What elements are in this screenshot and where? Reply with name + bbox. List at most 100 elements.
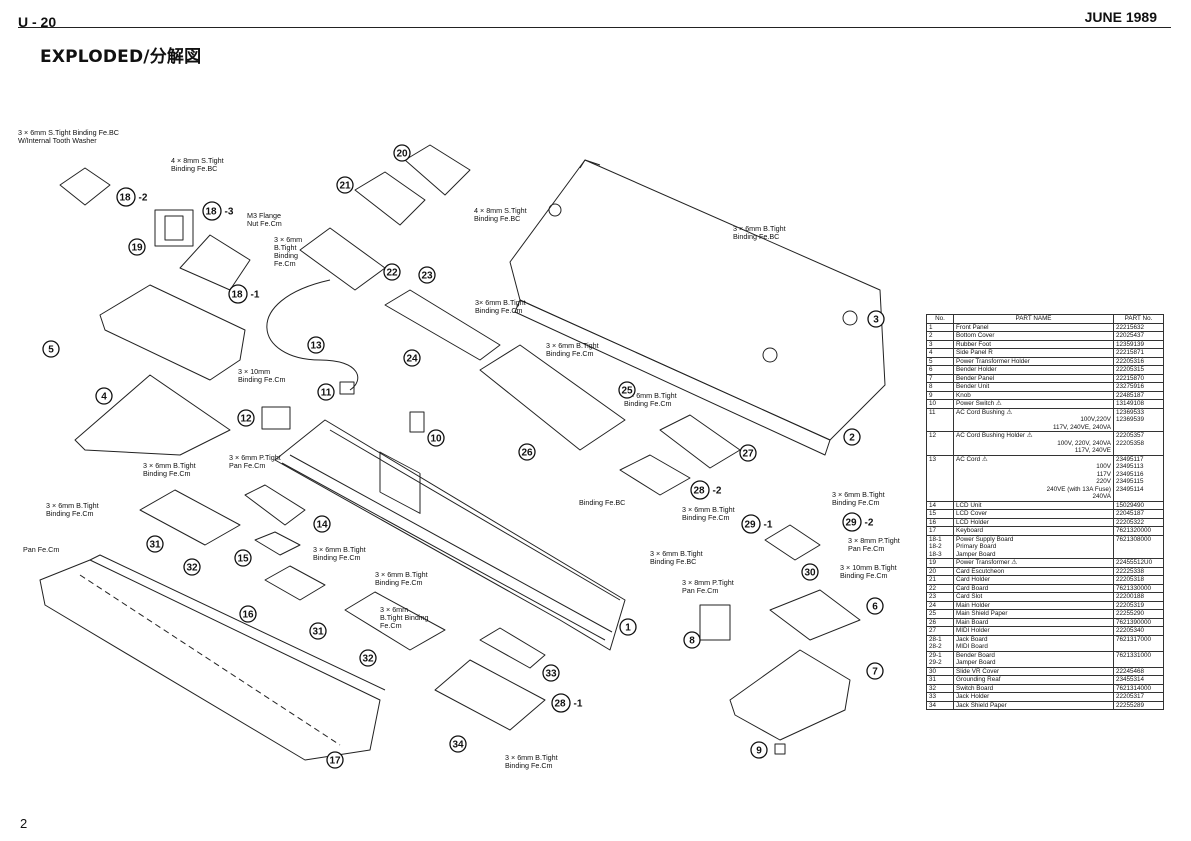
parts-no: 32 <box>926 683 954 693</box>
parts-name: Switch Board <box>953 683 1114 693</box>
parts-name: Slide VR Cover <box>953 666 1114 676</box>
svg-text:9: 9 <box>756 746 762 757</box>
parts-pn: 7621390000 <box>1113 617 1164 627</box>
parts-col-no: No. <box>926 314 954 324</box>
svg-text:-2: -2 <box>139 193 148 204</box>
svg-text:18: 18 <box>231 290 243 301</box>
screw-label: Pan Fe.Cm <box>23 545 59 554</box>
main-board-drawing <box>479 344 626 451</box>
parts-name: Main Holder <box>953 600 1114 610</box>
transformer-holder-drawing <box>99 284 246 381</box>
svg-text:32: 32 <box>362 654 374 665</box>
svg-text:-1: -1 <box>574 699 583 710</box>
front-panel-drawing <box>274 419 626 651</box>
parts-name: Front Panel <box>953 322 1114 332</box>
parts-no: 5 <box>926 356 954 366</box>
parts-no: 28-1 28-2 <box>926 634 954 652</box>
callout-21: 21 <box>336 176 354 194</box>
svg-text:29: 29 <box>744 520 756 531</box>
ac-cord-drawing <box>266 279 359 391</box>
svg-text:20: 20 <box>396 149 408 160</box>
svg-text:10: 10 <box>430 434 442 445</box>
parts-name: Bender Unit <box>953 382 1114 392</box>
callout-18-2: 18-2 <box>116 187 148 207</box>
parts-name: Bender Board Jamper Board <box>953 650 1114 668</box>
callout-28-1: 28-1 <box>551 693 583 713</box>
parts-name: Jack Holder <box>953 692 1114 702</box>
parts-no: 29-1 29-2 <box>926 650 954 668</box>
parts-pn: 12359139 <box>1113 339 1164 349</box>
parts-pn: 22205318 <box>1113 575 1164 585</box>
callout-30: 30 <box>801 563 819 581</box>
svg-text:17: 17 <box>329 756 341 767</box>
parts-name: Rubber Foot <box>953 339 1114 349</box>
svg-text:4: 4 <box>101 392 107 403</box>
parts-no: 6 <box>926 365 954 375</box>
parts-no: 1 <box>926 322 954 332</box>
parts-col-pn: PART No. <box>1113 314 1164 324</box>
parts-no: 8 <box>926 382 954 392</box>
power-switch-drawing <box>409 411 425 433</box>
parts-pn: 7621314000 <box>1113 683 1164 693</box>
bottom-cover-drawing <box>509 159 886 456</box>
parts-name: Keyboard <box>953 526 1114 536</box>
parts-no: 13 <box>926 454 954 502</box>
svg-text:-2: -2 <box>865 518 874 529</box>
callout-22: 22 <box>383 263 401 281</box>
parts-pn: 22455512U0 <box>1113 558 1164 568</box>
parts-no: 17 <box>926 526 954 536</box>
callout-34: 34 <box>449 735 467 753</box>
parts-name: Side Panel R <box>953 348 1114 358</box>
callout-20: 20 <box>393 144 411 162</box>
svg-text:-3: -3 <box>225 207 234 218</box>
parts-name: Jack Board MIDI Board <box>953 634 1114 652</box>
svg-text:8: 8 <box>689 636 695 647</box>
parts-name: Power Transformer Holder <box>953 356 1114 366</box>
svg-text:26: 26 <box>521 448 533 459</box>
side-panel-drawing <box>74 374 231 456</box>
parts-name: AC Cord Bushing Holder ⚠100V, 220V, 240V… <box>953 431 1114 456</box>
power-supply-board-drawing <box>179 234 251 291</box>
parts-pn: 7621331000 <box>1113 650 1164 668</box>
parts-no: 18-1 18-2 18-3 <box>926 534 954 559</box>
callout-16: 16 <box>239 605 257 623</box>
parts-pn: 22205315 <box>1113 365 1164 375</box>
parts-pn: 22205319 <box>1113 600 1164 610</box>
svg-text:32: 32 <box>186 563 198 574</box>
primary-board-drawing <box>59 167 111 206</box>
callout-5: 5 <box>42 340 60 358</box>
parts-name: MIDI Holder <box>953 626 1114 636</box>
parts-no: 9 <box>926 390 954 400</box>
parts-pn: 22205322 <box>1113 517 1164 527</box>
page-title: EXPLODED/分解図 <box>40 47 202 67</box>
callout-32: 32 <box>183 558 201 576</box>
svg-text:27: 27 <box>742 449 754 460</box>
svg-text:2: 2 <box>849 433 855 444</box>
svg-text:5: 5 <box>48 345 54 356</box>
callout-29-2: 29-2 <box>842 512 874 532</box>
